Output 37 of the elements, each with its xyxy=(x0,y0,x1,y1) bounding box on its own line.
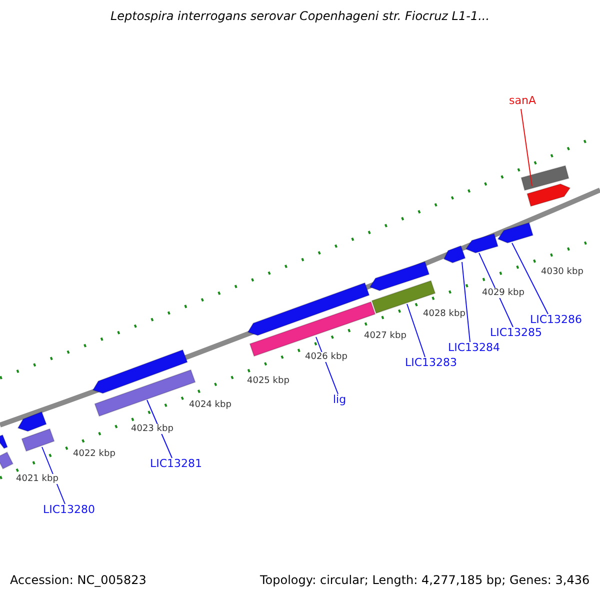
scale-label: 4021 kbp xyxy=(15,474,60,484)
leader-line xyxy=(462,262,470,342)
gene-feature xyxy=(520,165,570,191)
leader-line xyxy=(406,304,426,358)
gene-feature xyxy=(465,233,499,254)
gene-feature xyxy=(0,434,8,450)
gene-label: lig xyxy=(333,394,346,407)
gene-feature xyxy=(92,349,188,394)
scale-label: 4030 kbp xyxy=(540,267,584,278)
leader-line xyxy=(478,252,514,328)
footer-text: Topology: circular; Length: 4,277,185 bp; Genes: 3,436 xyxy=(260,574,590,588)
scale-label: 4024 kbp xyxy=(188,400,232,410)
gene-label: LIC13281 xyxy=(150,458,202,471)
scale-label: 4022 kbp xyxy=(72,449,116,460)
gene-feature xyxy=(369,261,430,292)
gene-feature xyxy=(526,183,571,207)
footer-text: Accession: NC_005823 xyxy=(10,574,146,588)
gene-label: sanA xyxy=(509,95,536,108)
gene-label: LIC13283 xyxy=(405,357,458,370)
scale-label: 4028 kbp xyxy=(422,309,466,320)
leader-line xyxy=(520,108,532,186)
gene-feature xyxy=(497,222,534,244)
leader-line xyxy=(512,242,548,314)
gene-label: LIC13285 xyxy=(490,327,542,340)
gene-feature xyxy=(443,245,466,264)
gene-feature xyxy=(0,452,14,470)
scale-label: 4029 kbp xyxy=(481,288,526,298)
scale-label: 4026 kbp xyxy=(304,352,348,362)
scale-label: 4027 kbp xyxy=(363,331,408,342)
scale-label: 4023 kbp xyxy=(130,424,174,434)
gene-feature xyxy=(17,411,47,432)
diagram-title: Leptospira interrogans serovar Copenhageni str. Fiocruz L1-1... xyxy=(110,10,490,24)
gene-feature xyxy=(21,428,55,452)
scale-label: 4025 kbp xyxy=(246,376,290,386)
gene-label: LIC13280 xyxy=(43,504,96,517)
gene-label: LIC13286 xyxy=(530,314,582,327)
gene-label: LIC13284 xyxy=(448,342,500,355)
